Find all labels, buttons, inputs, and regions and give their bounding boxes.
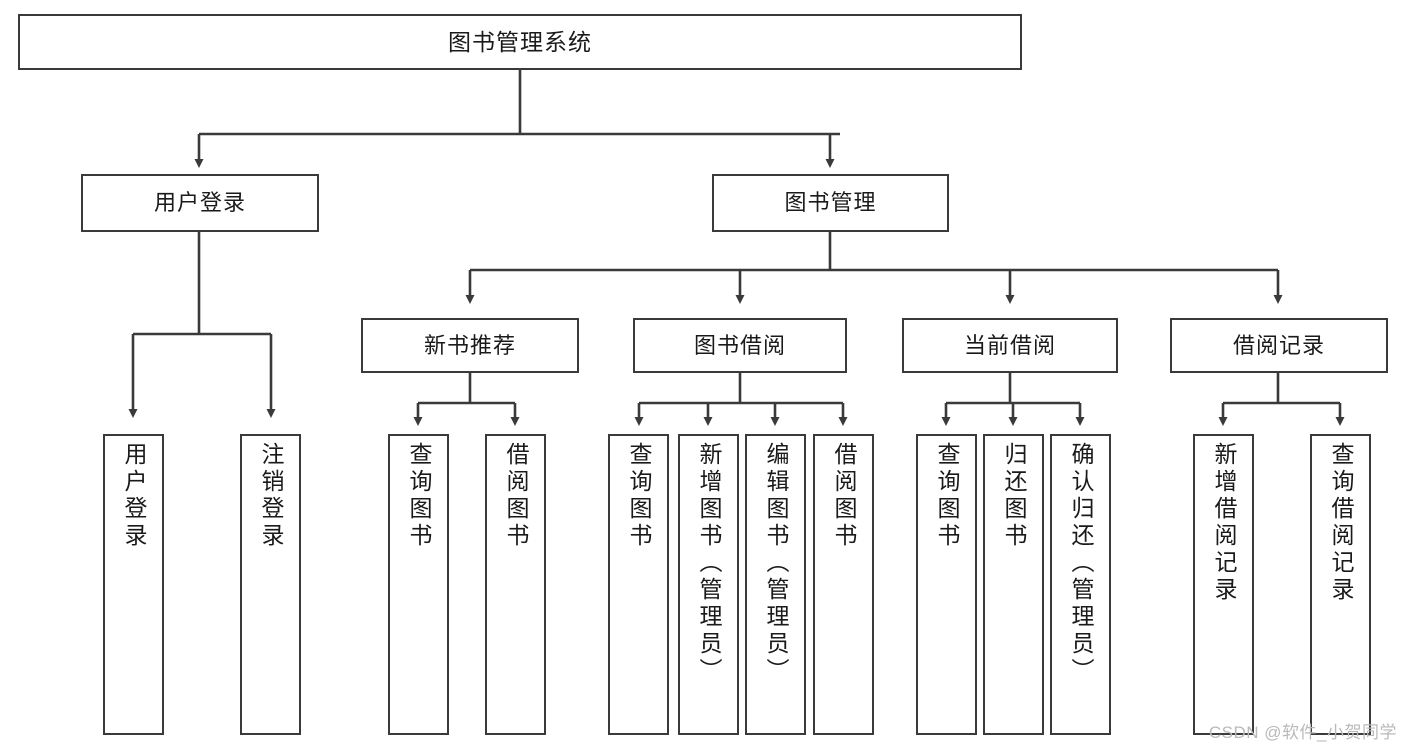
node-label: 图书管理系统 bbox=[448, 28, 592, 55]
node-label: 图书借阅 bbox=[693, 332, 786, 358]
leaf-user-login-logout[interactable]: 注销登录 bbox=[240, 434, 301, 735]
leaf-new-book-query[interactable]: 查询图书 bbox=[388, 434, 449, 735]
node-new-book-recommend[interactable]: 新书推荐 bbox=[361, 318, 579, 373]
node-label: 用户登录 bbox=[121, 442, 147, 550]
node-label: 图书管理 bbox=[784, 190, 877, 216]
leaf-borrow-edit-book-admin[interactable]: 编辑图书（管理员） bbox=[745, 434, 806, 735]
node-book-borrow[interactable]: 图书借阅 bbox=[633, 318, 847, 373]
node-label: 编辑图书（管理员） bbox=[763, 442, 789, 685]
leaf-borrow-add-book-admin[interactable]: 新增图书（管理员） bbox=[678, 434, 739, 735]
node-user-login[interactable]: 用户登录 bbox=[81, 174, 319, 232]
node-label: 新书推荐 bbox=[423, 332, 516, 358]
leaf-borrow-borrow-book[interactable]: 借阅图书 bbox=[813, 434, 874, 735]
node-current-borrow[interactable]: 当前借阅 bbox=[902, 318, 1118, 373]
node-label: 确认归还（管理员） bbox=[1068, 442, 1094, 685]
leaf-new-book-borrow[interactable]: 借阅图书 bbox=[485, 434, 546, 735]
node-label: 查询图书 bbox=[934, 442, 960, 550]
node-label: 注销登录 bbox=[258, 442, 284, 550]
leaf-current-confirm-return-admin[interactable]: 确认归还（管理员） bbox=[1050, 434, 1111, 735]
node-label: 查询图书 bbox=[626, 442, 652, 550]
leaf-user-login-login[interactable]: 用户登录 bbox=[103, 434, 164, 735]
node-root-book-management-system[interactable]: 图书管理系统 bbox=[18, 14, 1022, 70]
leaf-borrow-query-book[interactable]: 查询图书 bbox=[608, 434, 669, 735]
node-borrow-record[interactable]: 借阅记录 bbox=[1170, 318, 1388, 373]
node-label: 当前借阅 bbox=[963, 332, 1056, 358]
node-book-management[interactable]: 图书管理 bbox=[712, 174, 949, 232]
leaf-current-query-book[interactable]: 查询图书 bbox=[916, 434, 977, 735]
leaf-record-query-record[interactable]: 查询借阅记录 bbox=[1310, 434, 1371, 735]
leaf-current-return-book[interactable]: 归还图书 bbox=[983, 434, 1044, 735]
node-label: 借阅记录 bbox=[1232, 332, 1325, 358]
node-label: 新增借阅记录 bbox=[1211, 442, 1237, 604]
node-label: 新增图书（管理员） bbox=[696, 442, 722, 685]
leaf-record-add-record[interactable]: 新增借阅记录 bbox=[1193, 434, 1254, 735]
node-label: 借阅图书 bbox=[831, 442, 857, 550]
node-label: 借阅图书 bbox=[503, 442, 529, 550]
node-label: 查询图书 bbox=[406, 442, 432, 550]
node-label: 归还图书 bbox=[1001, 442, 1027, 550]
node-label: 查询借阅记录 bbox=[1328, 442, 1354, 604]
node-label: 用户登录 bbox=[153, 190, 246, 216]
